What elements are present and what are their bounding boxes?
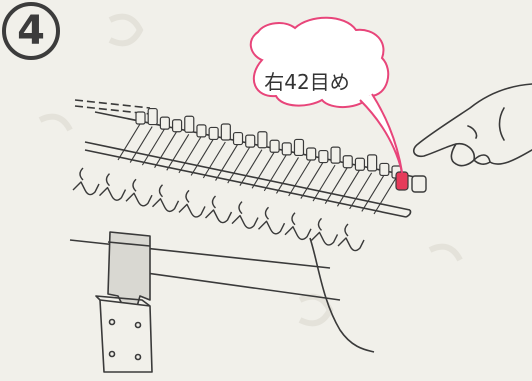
yarn-weight-icon [95, 231, 375, 373]
needle [202, 123, 231, 179]
sinker-hook [99, 173, 127, 201]
step-number-badge: 4 [2, 2, 60, 60]
step-number: 4 [17, 8, 45, 54]
callout-bubble [249, 16, 403, 173]
needle [263, 142, 292, 192]
sinker-hook [178, 189, 206, 218]
sinker-hook [337, 223, 365, 252]
needle [227, 134, 256, 184]
needle [117, 111, 146, 161]
needle [300, 149, 329, 199]
sinker-row [72, 167, 365, 252]
needle [349, 154, 378, 210]
sinker-hook [125, 178, 153, 207]
highlighted-needle [395, 171, 427, 193]
needle [276, 138, 305, 194]
needle [251, 139, 280, 189]
needle-row [117, 107, 402, 215]
needle [324, 155, 353, 205]
needle [312, 146, 341, 202]
needle [190, 126, 219, 176]
sinker-hook [205, 195, 233, 224]
needle [361, 162, 390, 212]
needle [166, 115, 195, 171]
sinker-hook [152, 184, 180, 213]
sinker-hook [311, 217, 339, 246]
sinker-hook [258, 206, 286, 235]
sinker-hook [231, 201, 259, 229]
needle [178, 124, 207, 174]
sinker-hook [284, 212, 312, 241]
needle [239, 131, 268, 187]
needle [336, 157, 366, 207]
pointing-hand-icon [412, 83, 532, 167]
needle [129, 107, 158, 163]
background-watermark [38, 13, 463, 327]
callout-text: 右42目め [264, 70, 350, 94]
sinker-hook [72, 167, 100, 196]
needle [154, 119, 183, 169]
needle [141, 116, 170, 166]
needle [288, 147, 317, 197]
needle [215, 131, 244, 181]
